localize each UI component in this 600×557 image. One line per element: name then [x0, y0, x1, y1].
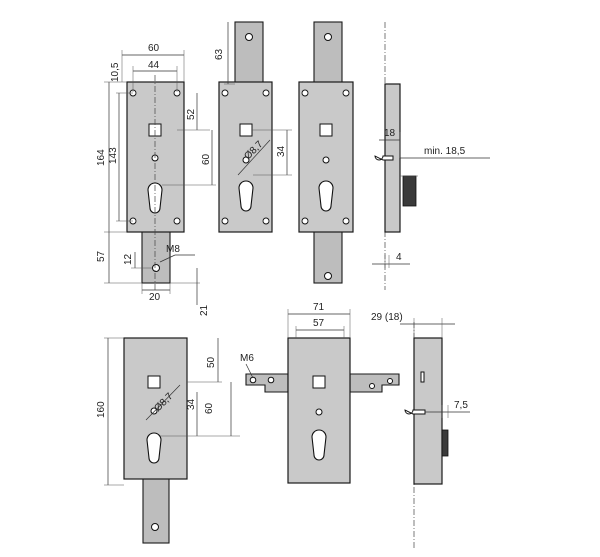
dim-bolt-57: 57	[96, 250, 107, 262]
screw-hole	[262, 89, 270, 97]
bottom-horizontal-view	[245, 337, 400, 484]
bolt-hole	[249, 376, 257, 384]
dim-width-57: 57	[313, 318, 325, 329]
side-view-dimensions: 18 min. 18,5 4	[372, 128, 490, 268]
dim-min-18-5: min. 18,5	[424, 146, 466, 157]
square-follower	[239, 123, 253, 137]
dim-52: 52	[186, 108, 197, 120]
cylinder-hole	[146, 432, 162, 464]
side-slot	[420, 371, 425, 383]
screw-hole	[262, 217, 270, 225]
bolt-hole	[324, 272, 332, 280]
dim-side-29-18: 29 (18)	[371, 312, 403, 323]
bolt-bar	[141, 230, 171, 284]
dim-bolt-12: 12	[123, 253, 134, 265]
center-hole	[322, 156, 330, 164]
dim-width-71: 71	[313, 302, 325, 313]
center-hole	[242, 156, 250, 164]
screw-hole	[173, 217, 181, 225]
side-bolt-slot	[402, 175, 417, 207]
bolt-hole	[151, 523, 159, 531]
bolt-bar	[234, 21, 264, 85]
screw-hole	[301, 217, 309, 225]
bolt-hole	[267, 376, 275, 384]
square-follower	[312, 375, 326, 389]
side-latch	[404, 409, 426, 415]
screw-hole	[221, 217, 229, 225]
label-thread-m8: M8	[166, 244, 180, 255]
dim-side-7-5: 7,5	[454, 400, 468, 411]
dim-width-60: 60	[148, 43, 160, 54]
bolt-hole	[152, 264, 160, 272]
bolt-bar	[142, 477, 170, 544]
bolt-hole	[324, 33, 332, 41]
cylinder-hole	[311, 429, 327, 461]
dim-bottom-50: 50	[206, 356, 217, 368]
dim-offset-10-5: 10,5	[110, 62, 121, 82]
dim-bottom-160: 160	[96, 401, 107, 418]
cylinder-hole	[238, 180, 254, 212]
dim-60: 60	[201, 153, 212, 165]
bolt-bar	[313, 21, 343, 85]
bottom-horizontal-dimensions: 71 57 M6	[240, 302, 351, 379]
dim-34: 34	[276, 145, 287, 157]
label-thread-m6: M6	[240, 353, 254, 364]
screw-hole	[342, 89, 350, 97]
side-view-top	[374, 22, 418, 290]
front-view-bolt-both	[298, 21, 354, 284]
bolt-hole	[245, 33, 253, 41]
screw-hole	[221, 89, 229, 97]
dim-height-143: 143	[108, 147, 119, 164]
dim-bolt-21: 21	[199, 304, 210, 316]
center-hole	[150, 407, 158, 415]
side-bottom-dimensions: 29 (18) 7,5	[371, 312, 470, 418]
screw-hole	[342, 217, 350, 225]
dim-bolt-20: 20	[149, 292, 161, 303]
dim-side-18: 18	[384, 128, 396, 139]
square-follower	[147, 375, 161, 389]
dim-bottom-60: 60	[204, 402, 215, 414]
screw-hole	[301, 89, 309, 97]
bolt-hole	[369, 383, 375, 389]
side-latch	[374, 155, 394, 161]
dim-width-44: 44	[148, 60, 160, 71]
center-hole	[315, 408, 323, 416]
front-view-dimensions: 60 44 10,5 164 143 52 60 57 12 20 21	[96, 43, 216, 316]
front-view-bolt-up	[218, 21, 273, 233]
side-view-bottom	[404, 322, 449, 550]
dim-bolt-63: 63	[214, 48, 225, 60]
side-bolt-slot	[441, 429, 449, 457]
front-view-bolt-down	[126, 75, 185, 290]
dim-bottom-34: 34	[186, 398, 197, 410]
dim-side-4: 4	[396, 252, 402, 263]
square-follower	[319, 123, 333, 137]
bolt-hole	[387, 378, 393, 384]
cylinder-hole	[318, 180, 334, 212]
dim-height-164: 164	[96, 149, 107, 166]
bottom-front-view	[123, 337, 188, 544]
